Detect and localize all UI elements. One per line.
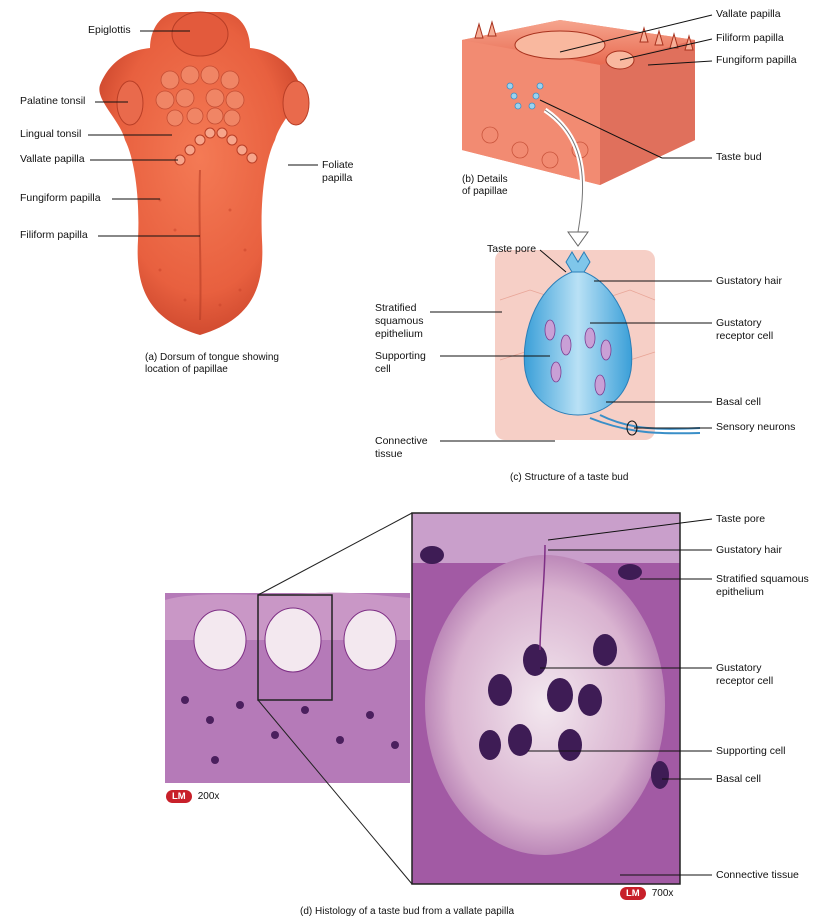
label-gustatory-receptor-cell-c: Gustatory receptor cell <box>716 317 773 343</box>
label-sensory-neurons: Sensory neurons <box>716 421 795 434</box>
label-taste-bud: Taste bud <box>716 151 762 164</box>
label-gustatory-receptor-cell-d: Gustatory receptor cell <box>716 662 773 688</box>
magnification-high: LM 700x <box>620 887 673 900</box>
label-supporting-cell-d: Supporting cell <box>716 745 785 758</box>
label-foliate-papilla: Foliate papilla <box>322 159 354 185</box>
tongue-illustration <box>99 12 309 335</box>
magnification-high-value: 700x <box>652 888 674 899</box>
caption-b: (b) Details of papillae <box>462 174 508 198</box>
magnification-low: LM 200x <box>166 790 219 803</box>
label-connective-tissue-d: Connective tissue <box>716 869 799 882</box>
caption-c: (c) Structure of a taste bud <box>510 472 628 484</box>
label-filiform-papilla-a: Filiform papilla <box>20 229 88 242</box>
caption-a: (a) Dorsum of tongue showing location of… <box>145 352 279 376</box>
label-vallate-papilla-b: Vallate papilla <box>716 8 781 21</box>
label-vallate-papilla-a: Vallate papilla <box>20 153 85 166</box>
label-epiglottis: Epiglottis <box>88 24 131 37</box>
label-gustatory-hair-c: Gustatory hair <box>716 275 782 288</box>
label-fungiform-papilla-a: Fungiform papilla <box>20 192 101 205</box>
label-basal-cell-d: Basal cell <box>716 773 761 786</box>
label-fungiform-papilla-b: Fungiform papilla <box>716 54 797 67</box>
label-stratified-squamous-epithelium-c: Stratified squamous epithelium <box>375 302 423 341</box>
lm-badge-low: LM <box>166 790 192 803</box>
histology-high-mag <box>412 513 680 884</box>
label-stratified-squamous-epithelium-d: Stratified squamous epithelium <box>716 573 809 599</box>
magnification-low-value: 200x <box>198 791 220 802</box>
label-lingual-tonsil: Lingual tonsil <box>20 128 81 141</box>
label-palatine-tonsil: Palatine tonsil <box>20 95 85 108</box>
label-connective-tissue-c: Connective tissue <box>375 435 428 461</box>
label-taste-pore-c: Taste pore <box>487 243 536 256</box>
lm-badge-high: LM <box>620 887 646 900</box>
label-filiform-papilla-b: Filiform papilla <box>716 32 784 45</box>
label-taste-pore-d: Taste pore <box>716 513 765 526</box>
histology-low-mag <box>165 593 410 783</box>
label-supporting-cell-c: Supporting cell <box>375 350 426 376</box>
label-basal-cell-c: Basal cell <box>716 396 761 409</box>
label-gustatory-hair-d: Gustatory hair <box>716 544 782 557</box>
taste-bud-illustration <box>495 250 700 440</box>
caption-d: (d) Histology of a taste bud from a vall… <box>300 906 514 918</box>
